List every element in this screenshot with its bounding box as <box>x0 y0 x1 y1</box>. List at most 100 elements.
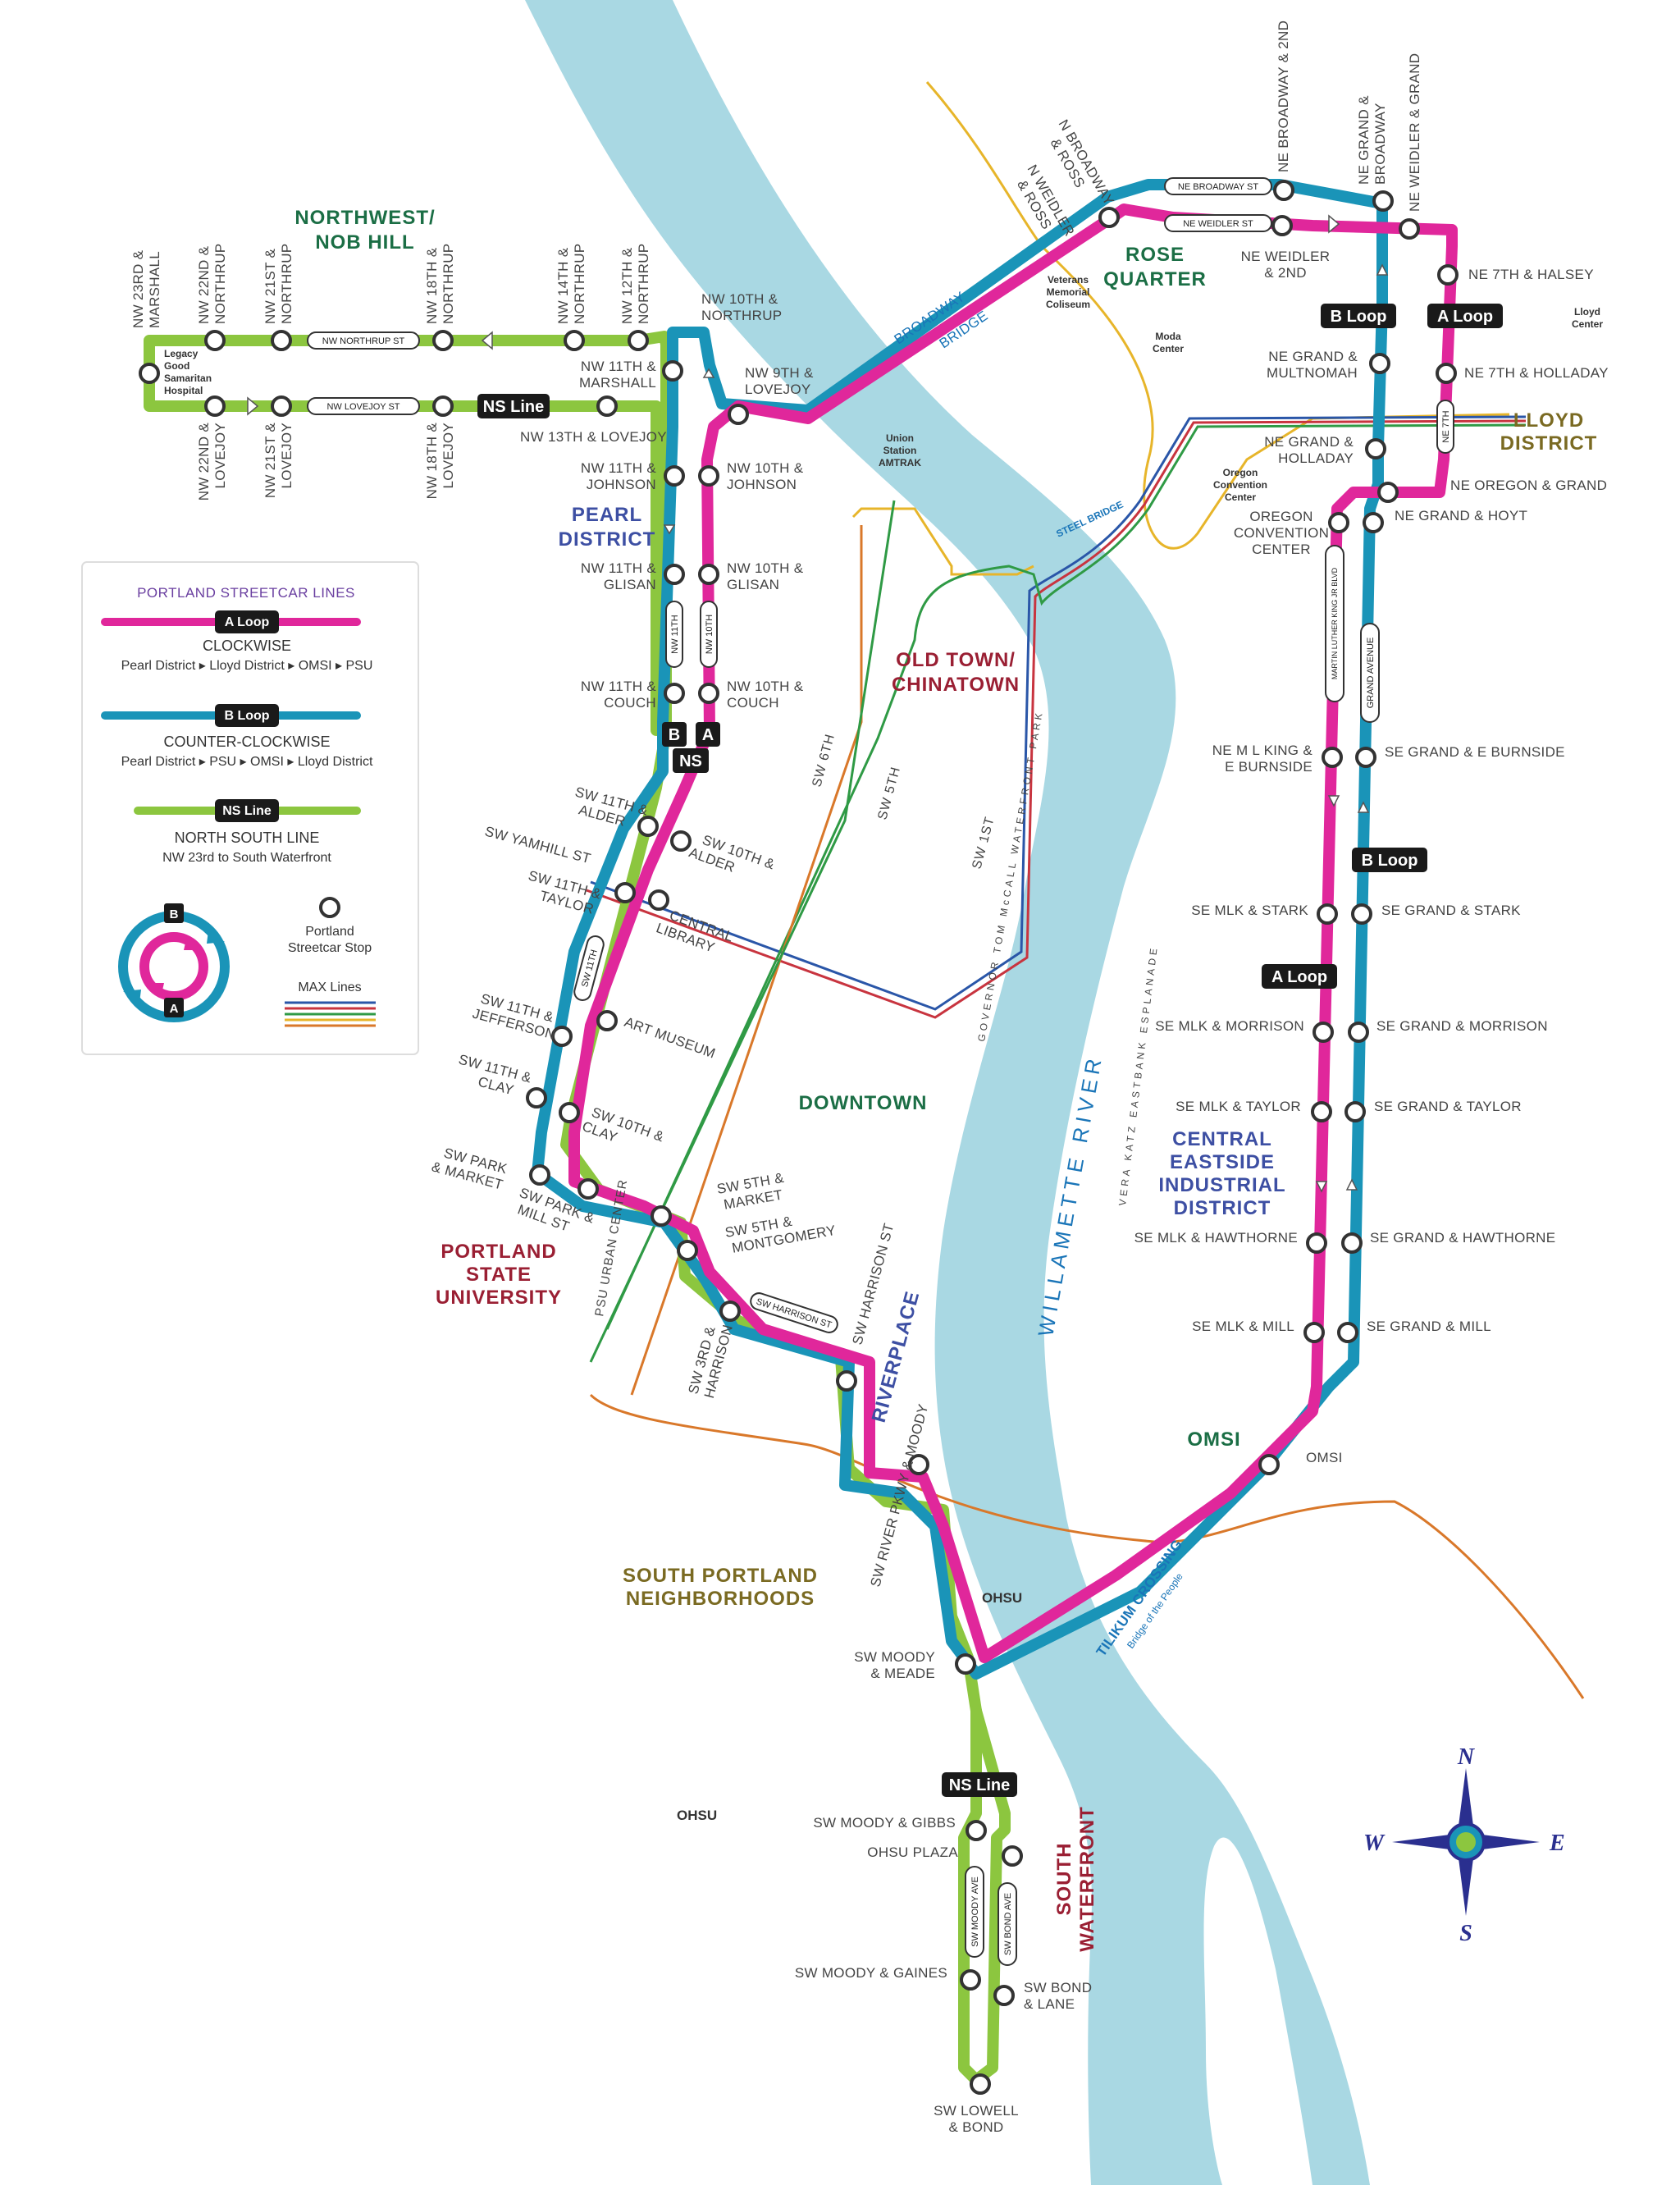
stop-ne-grand-multnomah[interactable] <box>1369 353 1390 374</box>
stop-sw11-clay[interactable] <box>526 1087 547 1108</box>
stop-se-grand-stark[interactable] <box>1351 903 1372 925</box>
stop-se-mlk-morrison[interactable] <box>1312 1022 1334 1043</box>
stop-sw11-taylor[interactable] <box>614 882 636 903</box>
b-loop-route <box>532 179 1388 1680</box>
stop-label: SW PARK& MARKET <box>430 1143 509 1193</box>
stop-nw22-northrup[interactable] <box>204 330 226 351</box>
stop-label: SW MOODY& MEADE <box>854 1649 935 1681</box>
badge-label: NS Line <box>483 398 544 416</box>
stop-sw-moody-gaines[interactable] <box>960 1969 981 1991</box>
stop-sw-harrison-st[interactable] <box>836 1370 857 1392</box>
stop-oregon-convention-center[interactable] <box>1328 512 1349 533</box>
stop-nw18-northrup[interactable] <box>432 330 454 351</box>
stop-se-mlk-mill[interactable] <box>1303 1322 1325 1343</box>
stop-sw5-montgomery[interactable] <box>677 1240 698 1261</box>
legend-ns-route: NW 23rd to South Waterfront <box>162 851 331 865</box>
stop-ohsu-plaza[interactable] <box>1002 1845 1023 1867</box>
pill-ne-7th: NE 7TH <box>1436 400 1454 454</box>
stop-nw12-northrup[interactable] <box>628 330 649 351</box>
stop-se-grand-burnside[interactable] <box>1355 747 1376 768</box>
max-line-blue <box>590 415 1527 1011</box>
stop-ne-weidler-grand[interactable] <box>1399 218 1420 240</box>
stop-nw9-lovejoy[interactable] <box>728 404 749 425</box>
stop-nw21-lovejoy[interactable] <box>271 395 292 417</box>
stop-sw-park-market[interactable] <box>529 1164 550 1186</box>
stop-nw11-marshall[interactable] <box>662 360 683 382</box>
badge-b-loop-lloyd: B Loop <box>1321 304 1396 328</box>
stop-nw14-northrup[interactable] <box>564 330 585 351</box>
stop-nw18-lovejoy[interactable] <box>432 395 454 417</box>
stop-sw11-jefferson[interactable] <box>551 1026 573 1047</box>
stop-se-mlk-hawthorne[interactable] <box>1306 1232 1327 1254</box>
stop-se-mlk-stark[interactable] <box>1317 903 1338 925</box>
stop-label: NW 10TH &JOHNSON <box>727 460 804 492</box>
stop-sw-lowell-bond[interactable] <box>970 2073 991 2095</box>
stop-ne-mlk-burnside[interactable] <box>1322 747 1343 768</box>
stop-label: SW 10TH &ALDER <box>687 829 777 888</box>
stop-nw11-johnson[interactable] <box>664 465 685 487</box>
arrow-icon <box>1376 263 1389 276</box>
stop-ne-oregon-grand[interactable] <box>1377 482 1399 503</box>
stop-nw10-couch[interactable] <box>698 683 719 704</box>
stop-label: SE GRAND & MILL <box>1367 1319 1491 1334</box>
stop-se-grand-taylor[interactable] <box>1344 1101 1366 1122</box>
stop-sw-river-pkwy[interactable] <box>908 1454 929 1475</box>
legend-b-badge-label: B Loop <box>224 709 269 723</box>
stop-ne-grand-broadway[interactable] <box>1372 190 1394 212</box>
stop-ne-7th-holladay[interactable] <box>1436 363 1457 384</box>
stop-sw-moody-meade[interactable] <box>955 1653 976 1675</box>
stop-label: ART MUSEUM <box>623 1014 718 1062</box>
stop-label: NW 22ND &NORTHRUP <box>196 244 228 324</box>
district-northwest: NORTHWEST/NOB HILL <box>294 207 435 254</box>
stop-ne-broadway-2nd[interactable] <box>1273 180 1294 201</box>
stop-ne-grand-hoyt[interactable] <box>1363 512 1384 533</box>
stop-sw10-clay[interactable] <box>559 1102 580 1123</box>
street-label-sw-5th: SW 5TH <box>875 765 903 821</box>
legend-a-badge <box>215 610 279 633</box>
stop-sw-park-mill[interactable] <box>578 1178 599 1200</box>
arrow-icon <box>1328 214 1340 234</box>
stop-nw23-marshall[interactable] <box>139 363 160 384</box>
pill-label: GRAND AVENUE <box>1366 638 1376 709</box>
badge-b-loop-east: B Loop <box>1352 848 1427 872</box>
stop-sw3-harrison[interactable] <box>719 1300 741 1322</box>
stop-central-library[interactable] <box>648 889 669 911</box>
stop-ne-7th-halsey[interactable] <box>1437 264 1459 286</box>
max-line-green <box>605 423 1527 1330</box>
stop-nw22-lovejoy[interactable] <box>204 395 226 417</box>
pill-sw-moody: SW MOODY AVE <box>965 1866 984 1958</box>
stop-omsi[interactable] <box>1258 1454 1280 1475</box>
stop-label: NW 10TH &GLISAN <box>727 560 804 592</box>
stop-ne-weidler-2nd[interactable] <box>1271 215 1293 236</box>
stop-sw-moody-gibbs[interactable] <box>966 1820 987 1841</box>
stop-nw10-johnson[interactable] <box>698 465 719 487</box>
stop-sw-bond-lane[interactable] <box>993 1985 1015 2006</box>
stop-label: SE GRAND & MORRISON <box>1376 1018 1548 1034</box>
stop-nw11-couch[interactable] <box>664 683 685 704</box>
stop-nw13-lovejoy[interactable] <box>596 395 618 417</box>
stop-nw11-glisan[interactable] <box>664 564 685 585</box>
stop-nw21-northrup[interactable] <box>271 330 292 351</box>
stop-nw10-glisan[interactable] <box>698 564 719 585</box>
stop-n-broadway-ross[interactable] <box>1098 207 1120 228</box>
stop-label: SE GRAND & TAYLOR <box>1374 1099 1522 1114</box>
legend-a-desc: CLOCKWISE <box>203 638 291 654</box>
stop-ne-grand-holladay[interactable] <box>1365 438 1386 459</box>
stop-label: SE GRAND & STARK <box>1381 903 1521 918</box>
stop-se-mlk-taylor[interactable] <box>1311 1101 1332 1122</box>
stop-label: SW 5TH &MARKET <box>715 1170 788 1214</box>
stop-label: SW BOND& LANE <box>1024 1980 1092 2012</box>
stop-art-museum[interactable] <box>596 1010 618 1031</box>
stop-se-grand-hawthorne[interactable] <box>1341 1232 1363 1254</box>
pill-label: SW BOND AVE <box>1003 1893 1013 1955</box>
stop-label: NW 11TH &JOHNSON <box>581 460 656 492</box>
stop-se-grand-mill[interactable] <box>1337 1322 1358 1343</box>
stop-sw11-alder[interactable] <box>637 816 659 837</box>
stop-sw10-alder[interactable] <box>670 830 692 852</box>
stop-label: SW 3RD &HARRISON <box>686 1319 737 1400</box>
stop-sw5-market[interactable] <box>651 1205 672 1227</box>
stop-se-grand-morrison[interactable] <box>1348 1022 1369 1043</box>
